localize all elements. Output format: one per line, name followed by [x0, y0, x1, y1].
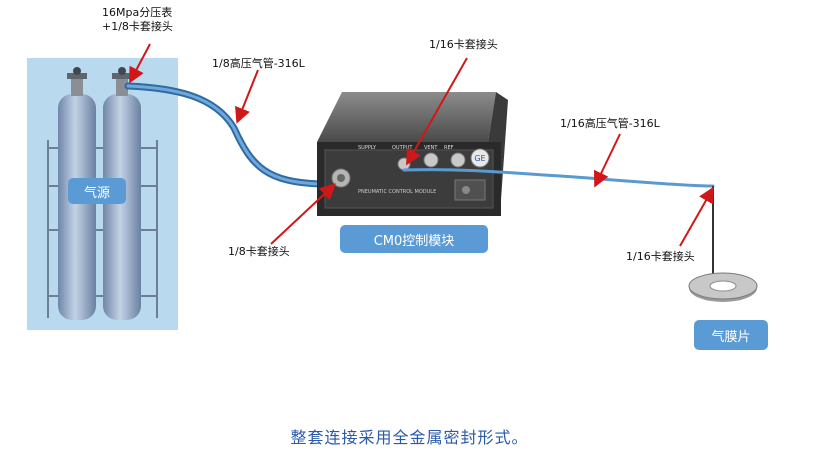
arrow-fitting-1-8: [270, 183, 336, 245]
gas-cylinder-left: [58, 67, 96, 320]
control-module: SUPPLY OUTPUT VENT REF PNEUMATIC CONTROL…: [317, 92, 508, 216]
arrow-fitting-1-16-top: [406, 57, 468, 166]
label-tube-1-8: 1/8高压气管-316L: [212, 57, 305, 70]
arrow-tube-1-8: [235, 69, 259, 124]
membrane-box: 气膜片: [694, 320, 768, 350]
arrow-gauge: [129, 43, 151, 84]
label-gauge-fitting: 16Mpa分压表+1/8卡套接头: [102, 6, 173, 33]
label-fitting-1-8: 1/8卡套接头: [228, 245, 290, 258]
label-fitting-1-16-top: 1/16卡套接头: [429, 38, 498, 51]
module-supply-label: SUPPLY: [358, 145, 377, 151]
module-output-label: OUTPUT: [392, 145, 413, 151]
membrane-disc: [688, 272, 758, 302]
gas-source-box: 气源: [68, 178, 126, 204]
arrow-fitting-1-16-right: [679, 186, 714, 247]
module-title: PNEUMATIC CONTROL MODULE: [358, 189, 436, 195]
label-fitting-1-16-right: 1/16卡套接头: [626, 250, 695, 263]
gas-cylinder-right: [103, 67, 141, 320]
control-module-box: CM0控制模块: [340, 225, 488, 253]
arrow-tube-1-16: [593, 133, 621, 188]
ge-logo: GE: [474, 154, 485, 163]
caption: 整套连接采用全金属密封形式。: [290, 428, 529, 447]
label-tube-1-16: 1/16高压气管-316L: [560, 117, 660, 130]
callout-arrows: [129, 43, 714, 247]
tube-1-16: [402, 168, 715, 188]
module-vent-label: VENT: [424, 145, 438, 151]
module-ref-label: REF: [444, 145, 454, 151]
